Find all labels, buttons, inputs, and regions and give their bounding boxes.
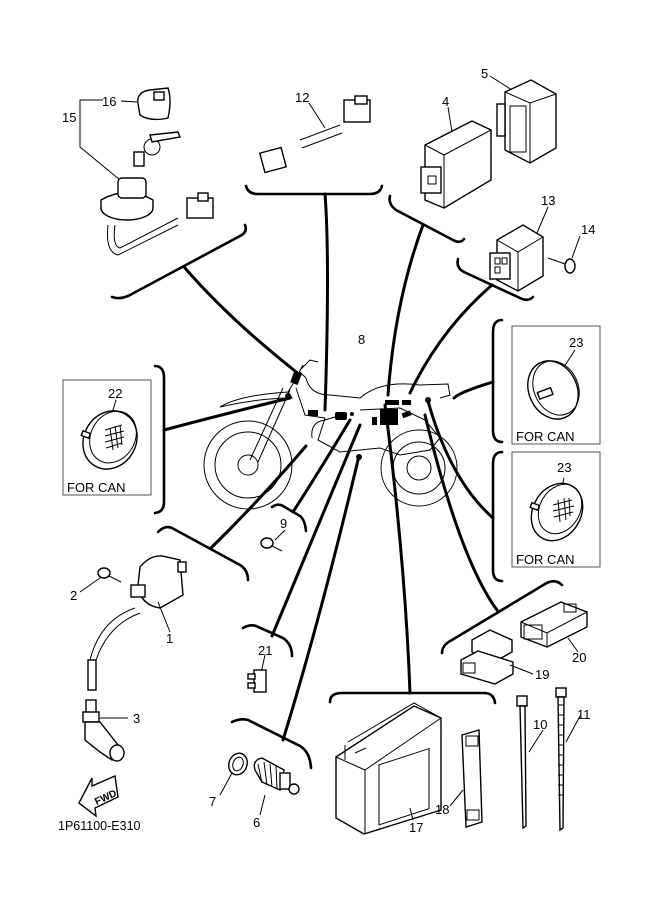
callout-10: 10: [533, 717, 547, 732]
callout-4: 4: [442, 94, 449, 109]
part-rectifier: [489, 206, 549, 292]
callout-17: 17: [409, 820, 423, 835]
bracket-fuse: [241, 423, 362, 658]
for-can-label-23b: FOR CAN: [516, 552, 575, 567]
bracket-reflector-22: [153, 364, 292, 515]
part-bolt-14: [547, 235, 581, 274]
bracket-couplers: [423, 413, 564, 655]
callout-13: 13: [541, 193, 555, 208]
bracket-reflector-23a: [452, 318, 504, 444]
bracket-cdi: [386, 194, 466, 397]
for-can-label-22: FOR CAN: [67, 480, 126, 495]
part-cable-tie-10: [516, 695, 544, 830]
motorcycle-outline: [203, 359, 458, 510]
reflector-box-23a: [511, 325, 601, 445]
callout-23b: 23: [557, 460, 571, 475]
callout-20: 20: [572, 650, 586, 665]
bracket-main-switch: [110, 223, 302, 377]
callout-3: 3: [133, 711, 140, 726]
callout-7: 7: [209, 794, 216, 809]
bracket-reflector-23b: [426, 399, 504, 583]
callout-6: 6: [253, 815, 260, 830]
callout-12: 12: [295, 90, 309, 105]
bracket-lead: [244, 184, 384, 412]
for-can-label-23a: FOR CAN: [516, 429, 575, 444]
callout-8: 8: [358, 332, 365, 347]
callout-5: 5: [481, 66, 488, 81]
bracket-neutral-switch: [230, 458, 360, 770]
fwd-arrow-icon: [78, 774, 119, 818]
callout-18: 18: [435, 802, 449, 817]
part-coupler-19: [460, 629, 534, 685]
bracket-bolt-9: [270, 418, 352, 533]
callout-2: 2: [70, 588, 77, 603]
part-spark-plug-cap: [82, 699, 128, 762]
callout-15: 15: [62, 110, 76, 125]
callout-14: 14: [581, 222, 595, 237]
reflector-box-23b: [511, 451, 601, 568]
part-neutral-switch: [253, 757, 300, 816]
bracket-rectifier: [408, 257, 535, 395]
part-ignition-coil: [87, 555, 187, 691]
part-main-switch: [79, 87, 214, 256]
callout-16: 16: [102, 94, 116, 109]
callout-19: 19: [535, 667, 549, 682]
part-cdi-unit: [420, 106, 492, 209]
callout-23a: 23: [569, 335, 583, 350]
callout-21: 21: [258, 643, 272, 658]
part-bolt-2: [79, 567, 122, 593]
part-battery-band: [449, 729, 483, 828]
part-lead: [258, 95, 371, 174]
diagram-code: 1P61100-E310: [58, 819, 141, 833]
part-gasket: [219, 752, 248, 796]
bracket-coil: [156, 444, 308, 582]
callout-22: 22: [108, 386, 122, 401]
part-battery: [335, 702, 442, 835]
part-cable-tie-11: [555, 687, 581, 832]
part-fuse: [247, 654, 267, 693]
part-rubber-cover: [489, 75, 557, 164]
callout-11: 11: [577, 707, 591, 722]
bracket-battery: [328, 403, 497, 705]
callout-9: 9: [280, 516, 287, 531]
part-bolt-9: [260, 529, 286, 552]
reflector-box-22: [62, 379, 152, 496]
callout-1: 1: [166, 631, 173, 646]
part-coupler-20: [520, 601, 588, 653]
